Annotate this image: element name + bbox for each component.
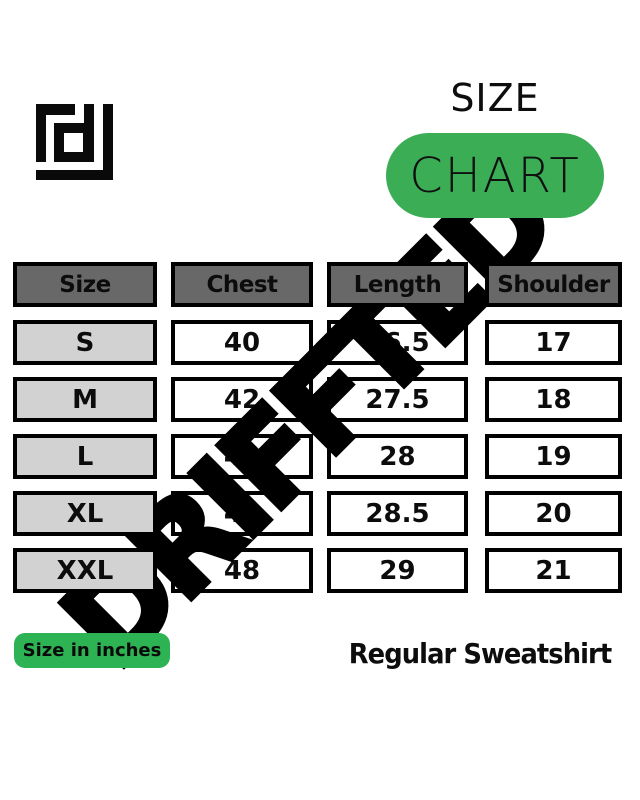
size-label-cell: S [13, 320, 157, 365]
unit-note-badge: Size in inches [14, 633, 170, 668]
header-cell-length: Length [327, 262, 468, 307]
length-value: 28.5 [327, 491, 468, 536]
header-cell-size: Size [13, 262, 157, 307]
chest-value: 42 [171, 377, 313, 422]
chest-value: 44 [171, 434, 313, 479]
chest-value: 48 [171, 548, 313, 593]
shoulder-value: 18 [485, 377, 622, 422]
size-label-cell: M [13, 377, 157, 422]
chest-value: 46 [171, 491, 313, 536]
header-cell-chest: Chest [171, 262, 313, 307]
shoulder-value: 19 [485, 434, 622, 479]
page-title-chart: CHART [409, 147, 581, 204]
size-label-cell: XXL [13, 548, 157, 593]
length-value: 28 [327, 434, 468, 479]
chart-title-pill: CHART [386, 133, 604, 218]
shoulder-value: 17 [485, 320, 622, 365]
size-label-cell: XL [13, 491, 157, 536]
shoulder-value: 21 [485, 548, 622, 593]
size-label-cell: L [13, 434, 157, 479]
brand-logo-icon [36, 104, 113, 180]
length-value: 26.5 [327, 320, 468, 365]
page-title-size: SIZE [450, 76, 540, 120]
product-name: Regular Sweatshirt [348, 637, 612, 670]
length-value: 29 [327, 548, 468, 593]
shoulder-value: 20 [485, 491, 622, 536]
header-cell-shoulder: Shoulder [485, 262, 622, 307]
chest-value: 40 [171, 320, 313, 365]
watermark-text: DRIFFTED [33, 147, 583, 697]
length-value: 27.5 [327, 377, 468, 422]
